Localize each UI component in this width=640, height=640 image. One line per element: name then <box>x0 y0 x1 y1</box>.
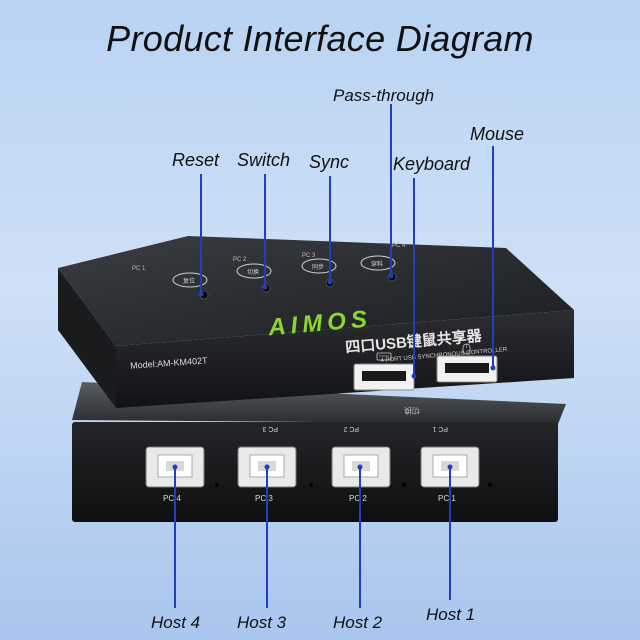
host1-pointer-dot <box>447 464 453 470</box>
reset-button: 复位 <box>172 272 208 288</box>
mouse-pointer-dot <box>490 365 496 371</box>
sync-pointer-dot <box>327 279 333 285</box>
top-port-label-pc4: PC 4 <box>392 243 406 249</box>
host2-pointer-dot <box>357 464 363 470</box>
rear-port-label-pc4: PC 4 <box>163 494 181 503</box>
passthrough-pointer-dot <box>388 273 394 279</box>
rear-top-label-pc2: PC 2 <box>343 425 359 432</box>
mouse-icon <box>462 343 471 355</box>
rear-top-label-pc1: PC 1 <box>432 425 448 432</box>
reset-callout-label: Reset <box>172 150 220 170</box>
rear-top-label-pc3: PC 3 <box>262 425 278 432</box>
rear-port-label-pc2: PC 2 <box>349 494 367 503</box>
front-unit-side-face <box>58 268 116 408</box>
rear-indicator-dot <box>215 483 219 487</box>
top-port-label-pc2: PC 2 <box>233 257 247 263</box>
pointer-lines <box>172 104 496 608</box>
keyboard-callout-label: Keyboard <box>393 154 471 174</box>
host4-pointer-dot <box>172 464 178 470</box>
host2-label: Host 2 <box>333 613 383 632</box>
reset-button-label: 复位 <box>183 277 195 285</box>
host3-pointer-dot <box>264 464 270 470</box>
sync-button-label: 同步 <box>312 263 324 271</box>
diagram-title: Product Interface Diagram <box>106 18 534 59</box>
top-port-label-pc3: PC 3 <box>302 253 316 259</box>
rear-unit-front-face <box>72 422 558 522</box>
switch-pointer-dot <box>262 284 268 290</box>
front-unit-top-face <box>58 236 574 346</box>
sync-callout-label: Sync <box>309 152 350 172</box>
passthrough-callout-label: Pass-through <box>333 86 435 105</box>
host3-label: Host 3 <box>237 613 287 632</box>
front-unit-front-face <box>116 310 574 408</box>
host4-label: Host 4 <box>151 613 201 632</box>
switch-callout-label: Switch <box>237 150 291 170</box>
rear-indicator-dot <box>488 483 492 487</box>
rear-port-label-pc3: PC 3 <box>255 494 273 503</box>
keyboard-pointer-dot <box>411 373 417 379</box>
reset-pointer-dot <box>198 291 204 297</box>
rear-port-label-pc1: PC 1 <box>438 494 456 503</box>
switch-button: 切换 <box>236 263 272 279</box>
switch-button-label: 切换 <box>247 268 259 276</box>
host1-label: Host 1 <box>426 605 476 624</box>
keyboard-icon <box>376 352 392 361</box>
keyboard-usb-port <box>353 363 415 391</box>
rear-top-flipped-button: 切换 <box>404 406 420 416</box>
passthrough-button-label: 穿料 <box>371 260 383 268</box>
rear-indicator-dot <box>402 483 406 487</box>
rear-indicator-dot <box>309 483 313 487</box>
sync-button: 同步 <box>301 258 337 274</box>
front-unit: PC 1 PC 2 PC 3 PC 4 复位 切换 同步 穿料 <box>58 236 574 408</box>
passthrough-button: 穿料 <box>360 255 396 271</box>
mouse-callout-label: Mouse <box>470 124 525 144</box>
top-port-label-pc1: PC 1 <box>132 266 146 272</box>
mouse-usb-port <box>436 355 498 383</box>
